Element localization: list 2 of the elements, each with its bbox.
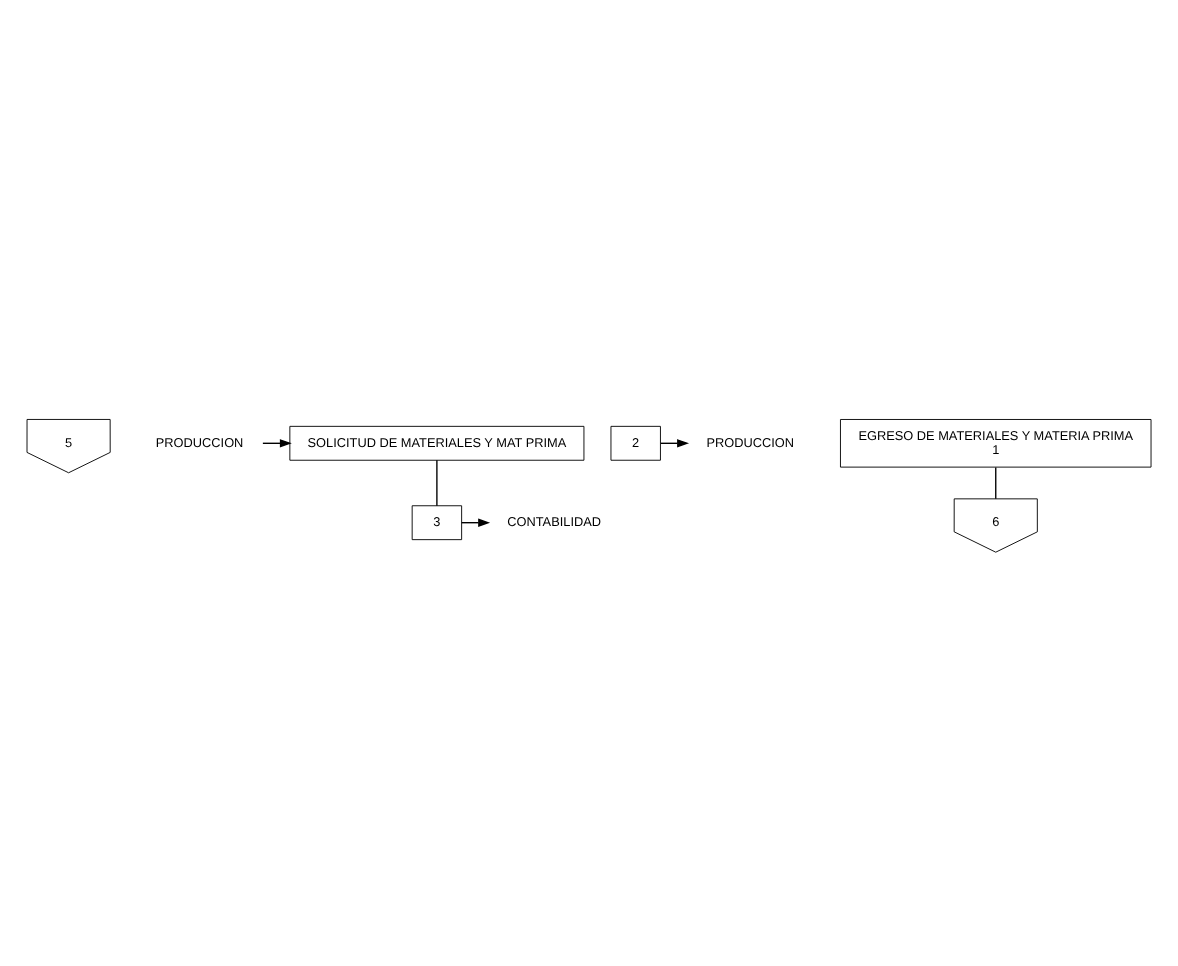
connector: [436, 459, 438, 507]
connector: [995, 466, 997, 500]
